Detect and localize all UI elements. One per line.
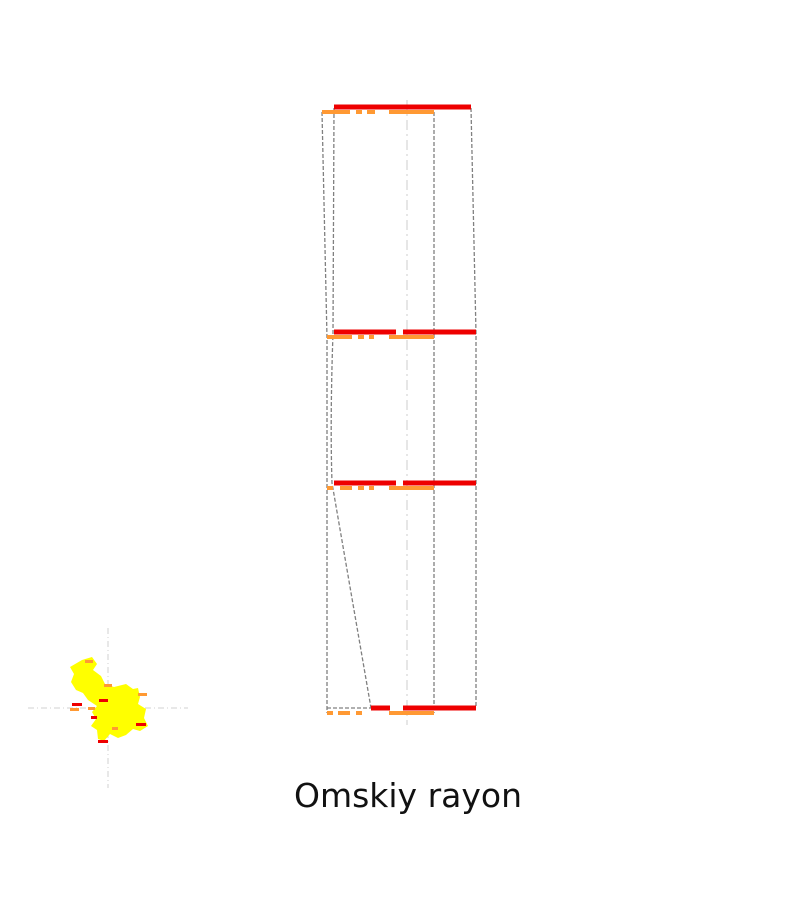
- red-bar-a: [334, 329, 396, 335]
- orange-bar-d: [389, 335, 434, 339]
- orange-bar-d: [369, 486, 374, 490]
- red-bar: [334, 104, 471, 110]
- inner-left-guide: [330, 107, 372, 709]
- orange-bar-c: [369, 335, 374, 339]
- orange-bar-b: [340, 486, 352, 490]
- segment-row-3: [327, 480, 476, 490]
- orange-bar-e: [389, 486, 434, 490]
- orange-bar-a: [327, 486, 333, 490]
- segment-row-1: [322, 104, 471, 114]
- region-shape: [70, 657, 148, 741]
- red-bar-a: [371, 705, 390, 711]
- region-orange-3: [104, 684, 112, 687]
- segment-row-4: [327, 705, 476, 715]
- orange-bar-b: [338, 711, 350, 715]
- region-title: Omskiy rayon: [293, 776, 523, 815]
- orange-bar-a: [327, 711, 333, 715]
- orange-bar-c: [367, 110, 375, 114]
- region-orange-4: [138, 693, 147, 696]
- orange-bar-d: [389, 110, 434, 114]
- region-red-5: [91, 716, 97, 719]
- region-red-2: [99, 699, 108, 702]
- segment-row-2: [327, 329, 476, 339]
- orange-bar-b: [358, 335, 364, 339]
- region-orange-5: [85, 660, 93, 663]
- red-right-guide: [470, 107, 477, 708]
- red-bar-b: [403, 480, 476, 486]
- region-red-3: [136, 723, 146, 726]
- orange-bar-d: [389, 711, 434, 715]
- red-bar-b: [403, 705, 476, 711]
- orange-bar-b: [356, 110, 362, 114]
- region-red-1: [72, 703, 82, 706]
- red-bar-b: [403, 329, 476, 335]
- orange-bar-a: [327, 335, 352, 339]
- region-orange-2: [88, 707, 95, 710]
- guide-lines: [321, 107, 477, 713]
- region-orange-6: [112, 727, 118, 730]
- orange-bar-c: [358, 486, 364, 490]
- region-orange-1: [70, 708, 79, 711]
- locator-map: [28, 628, 188, 788]
- outer-left-guide: [321, 111, 328, 713]
- red-bar-a: [334, 480, 396, 486]
- region-red-4: [98, 740, 108, 743]
- orange-bar-c: [356, 711, 362, 715]
- orange-bar-a: [322, 110, 350, 114]
